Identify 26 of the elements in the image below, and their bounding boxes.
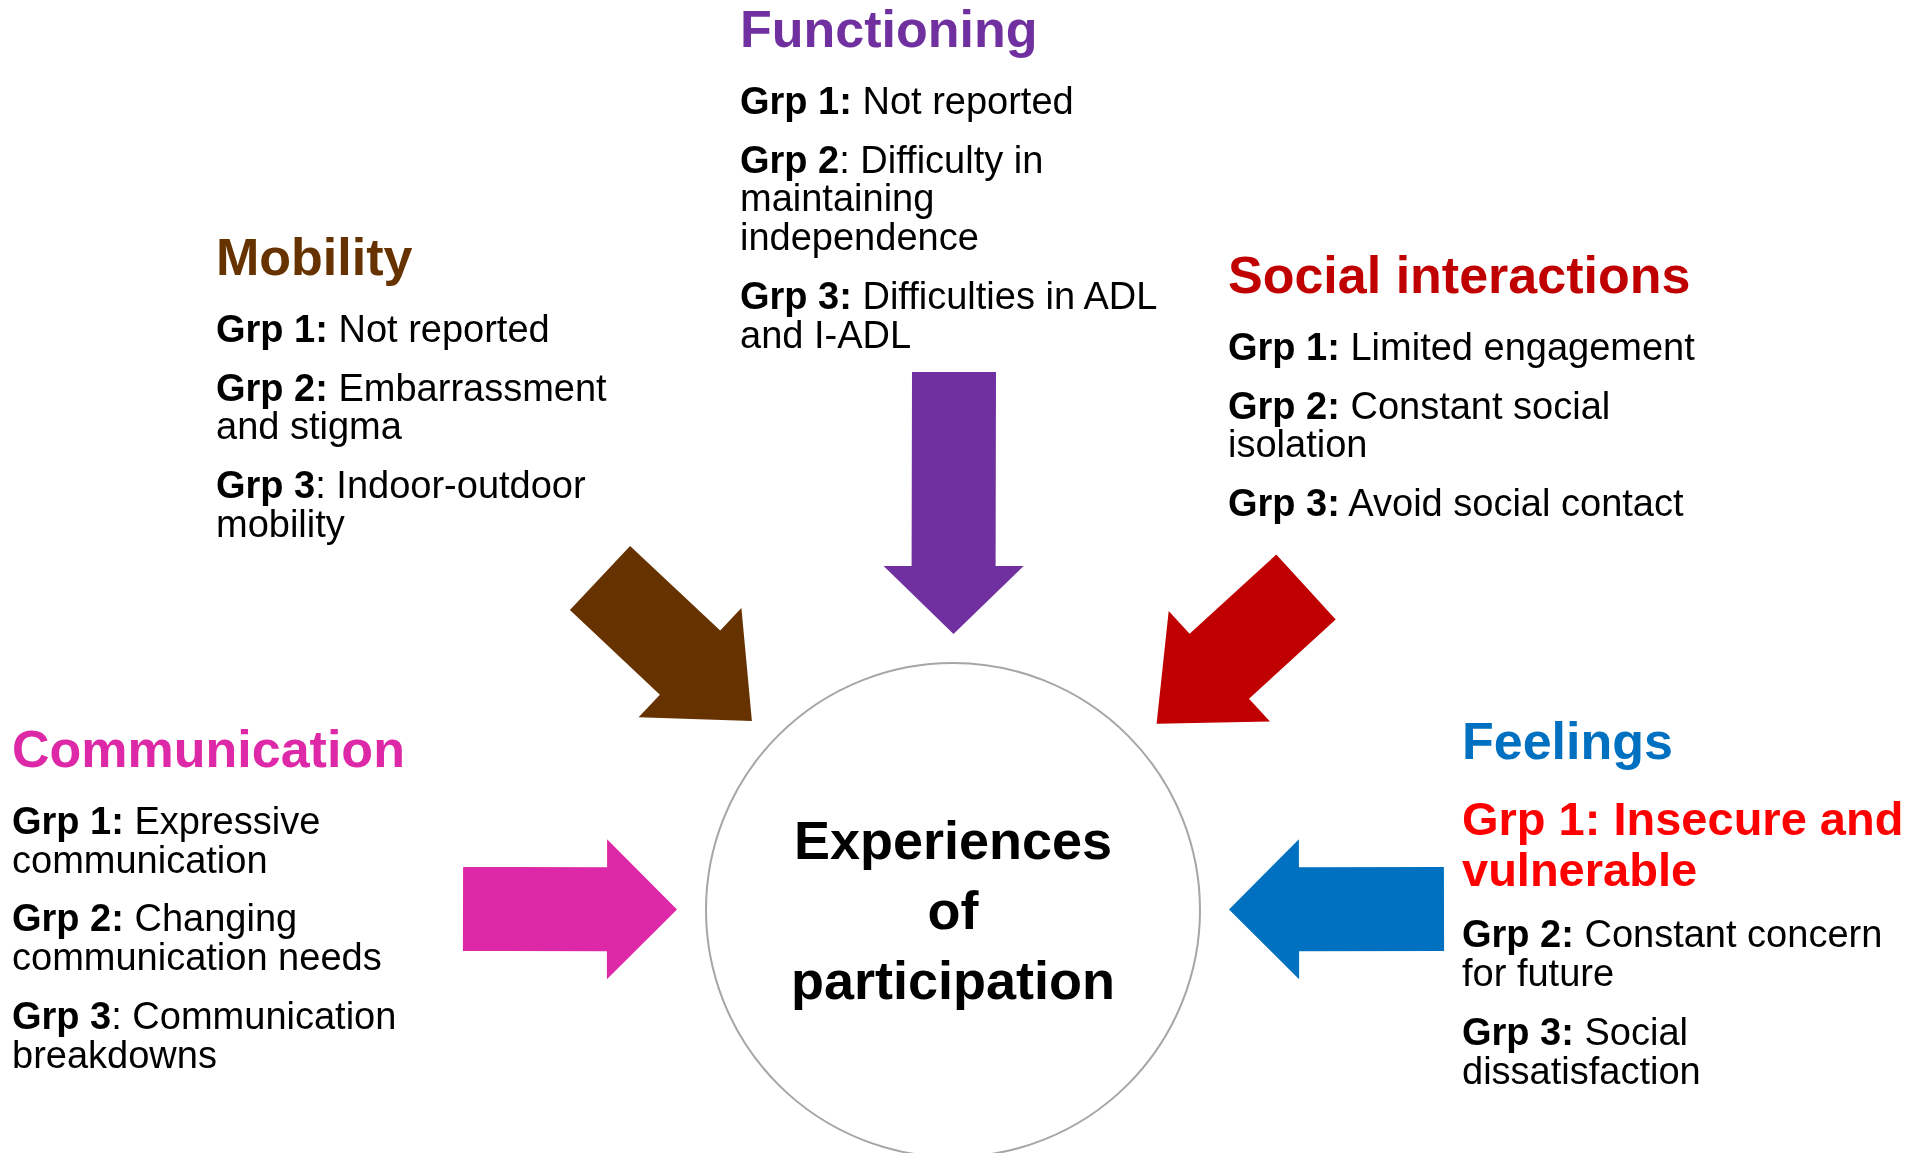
center-label: Experiences of participation xyxy=(790,808,1116,1013)
group-item: Grp 1: Limited engagement xyxy=(1228,327,1696,367)
group-item: Grp 3: Social dissatisfaction xyxy=(1462,1012,1702,1091)
block-arrow xyxy=(462,839,677,980)
group-item: Grp 2: Constant social isolation xyxy=(1228,386,1612,465)
group-item: Grp 3: Indoor-outdoor mobility xyxy=(216,466,587,544)
block-arrow xyxy=(569,545,752,721)
block-arrow xyxy=(1156,554,1336,724)
group-item: Grp 3: Communication breakdowns xyxy=(12,996,398,1075)
group-item: Grp 3: Difficulties in ADL and I-ADL xyxy=(740,276,1158,355)
group-item: Grp 2: Difficulty in maintaining independence xyxy=(740,140,1045,257)
group-item: Grp 2: Changing communication needs xyxy=(12,899,383,977)
group-item: Grp 2: Constant concern for future xyxy=(1462,915,1884,993)
highlighted-item: Grp 1: Insecure and vulnerable xyxy=(1462,793,1905,896)
category-heading: Functioning xyxy=(740,0,1039,60)
group-item: Grp 1: Not reported xyxy=(216,309,551,349)
category-heading: Social interactions xyxy=(1228,246,1692,306)
category-heading: Mobility xyxy=(216,228,414,288)
group-item: Grp 2: Embarrassment and stigma xyxy=(216,368,608,447)
category-heading: Feelings xyxy=(1462,712,1674,772)
group-item: Grp 1: Expressive communication xyxy=(12,801,322,880)
block-arrow xyxy=(1229,839,1445,980)
group-item: Grp 3: Avoid social contact xyxy=(1228,484,1685,523)
block-arrow xyxy=(883,371,1024,634)
group-item: Grp 1: Not reported xyxy=(740,81,1075,121)
category-heading: Communication xyxy=(12,720,406,780)
